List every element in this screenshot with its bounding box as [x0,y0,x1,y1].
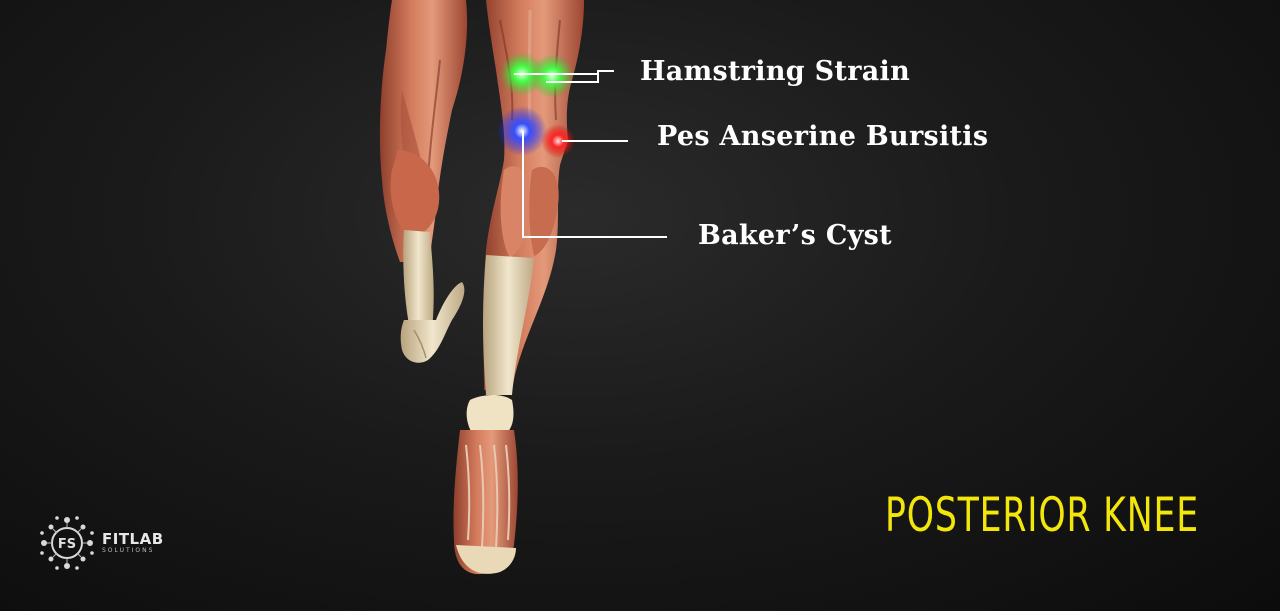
brand-subtitle: SOLUTIONS [102,546,155,554]
left-leg [379,0,468,363]
right-leg [453,0,584,575]
hamstring-strain-label: Hamstring Strain [640,56,911,87]
logo-letters: FS [58,537,76,552]
page-title: POSTERIOR KNEE [885,488,1199,543]
bakers-cyst-label: Baker’s Cyst [698,220,892,251]
pes-anserine-marker [541,124,575,158]
hamstring-leader [514,70,614,83]
pes-anserine-bursitis-label: Pes Anserine Bursitis [657,121,989,152]
hamstring-marker-right [530,54,574,98]
brand-name: FITLAB [102,529,164,548]
brand-logo: FS FITLAB SOLUTIONS [38,514,164,572]
fitlab-logo-icon: FS [40,516,94,570]
bakers-cyst-leader [522,131,667,238]
